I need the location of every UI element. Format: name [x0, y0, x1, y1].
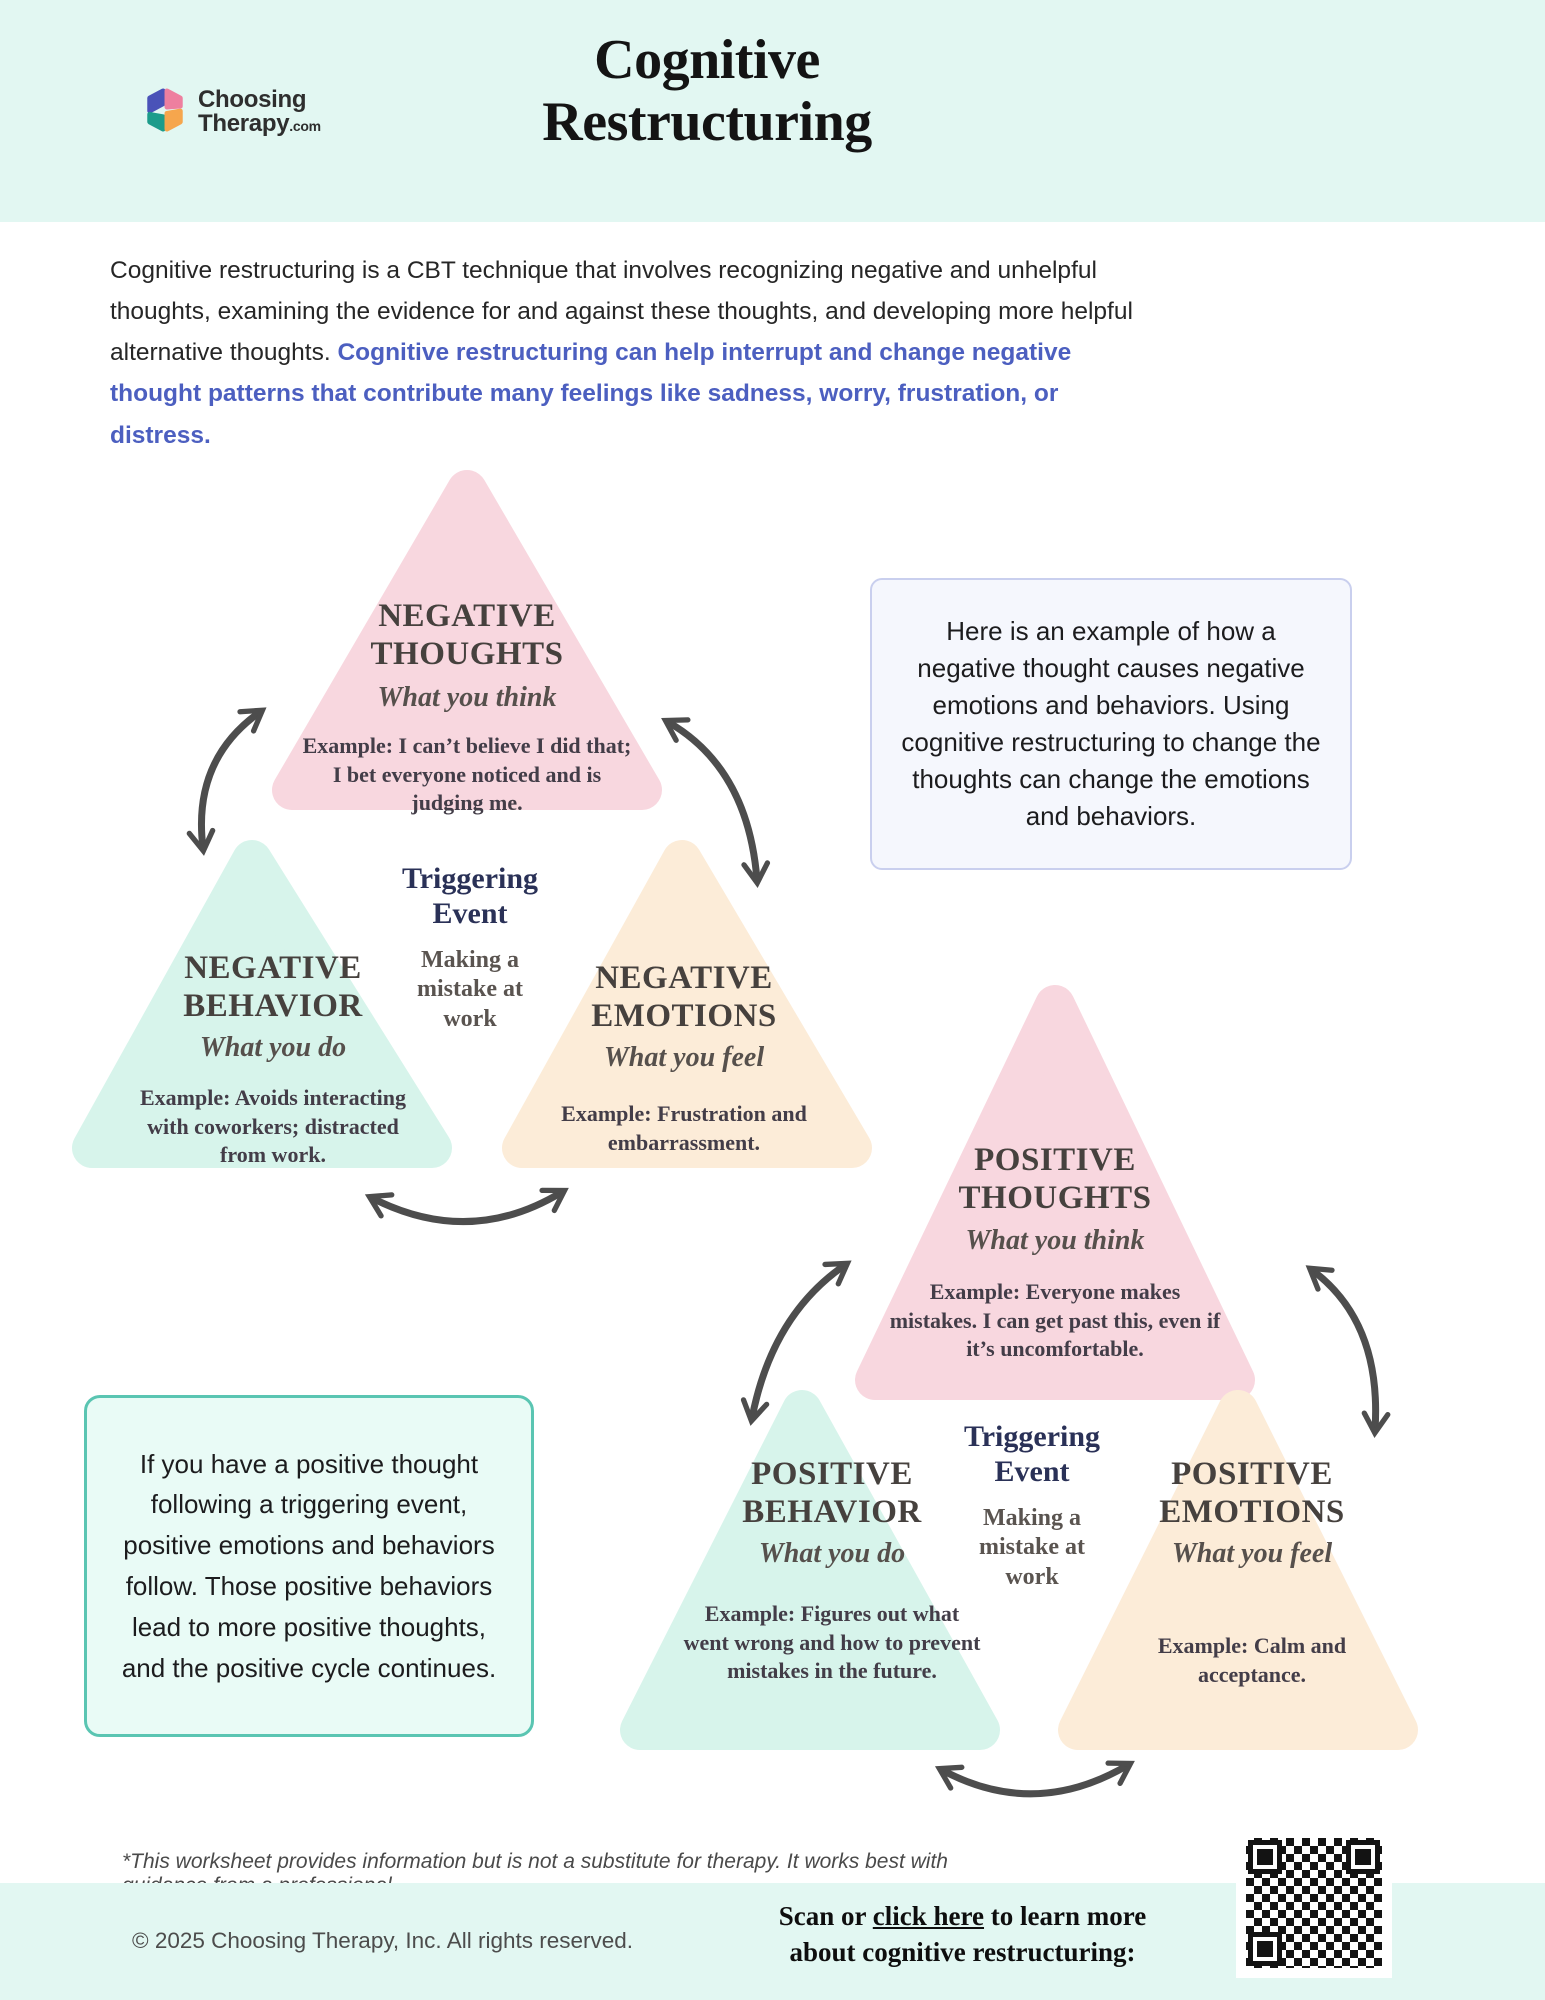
positive-emotions-subtitle: What you feel — [1171, 1538, 1333, 1569]
triggering-event-title: Triggering Event — [401, 862, 539, 930]
scan-suffix: to learn more — [984, 1901, 1147, 1931]
logo-text: Choosing Therapy.com — [198, 86, 321, 137]
negative-thoughts-triangle — [272, 470, 662, 810]
logo-line1: Choosing — [198, 86, 307, 114]
triggering-event-subtitle: Making a mistake at work — [417, 947, 523, 1032]
qr-finder-top-right — [1346, 1840, 1380, 1874]
negative-behavior-title: NEGATIVE BEHAVIOR — [183, 950, 363, 1024]
intro-highlight-text: Cognitive restructuring can help interru… — [110, 339, 1072, 449]
positive-info-text: If you have a positive thought following… — [121, 1448, 497, 1683]
negative-cycle-diagram: NEGATIVE THOUGHTS What you think Example… — [60, 460, 910, 1270]
negative-thoughts-title: NEGATIVE THOUGHTS — [370, 598, 564, 672]
positive-thoughts-title: POSITIVE THOUGHTS — [958, 1142, 1152, 1216]
negative-emotions-example: Example: Frustration and embarrassment. — [561, 1101, 807, 1155]
logo-suffix: .com — [289, 118, 321, 134]
negative-emotions-triangle — [502, 840, 872, 1168]
logo-line2: Therapy — [198, 110, 290, 137]
negative-thoughts-example: Example: I can’t believe I did that; I b… — [302, 733, 632, 816]
qr-code-backing — [1236, 1828, 1392, 1978]
emotions-to-thoughts-arrow — [661, 717, 771, 888]
positive-behavior-example: Example: Figures out what went wrong and… — [683, 1601, 981, 1684]
positive-behavior-triangle — [620, 1390, 1000, 1750]
positive-emotions-triangle — [1058, 1390, 1418, 1750]
qr-finder-bottom-left — [1248, 1932, 1282, 1966]
example-info-box: Here is an example of how a negative tho… — [870, 578, 1352, 870]
positive-info-box: If you have a positive thought following… — [84, 1395, 534, 1737]
qr-finder-top-left — [1248, 1840, 1282, 1874]
page-title: Cognitive Restructuring — [542, 29, 872, 153]
scan-prefix: Scan or — [778, 1901, 873, 1931]
positive-behavior-subtitle: What you do — [758, 1538, 906, 1569]
scan-instruction: Scan or click here to learn more about c… — [690, 1898, 1235, 1971]
triggering-event-title: Triggering Event — [963, 1420, 1101, 1488]
copyright-text: © 2025 Choosing Therapy, Inc. All rights… — [132, 1928, 634, 1953]
positive-behavior-title: POSITIVE BEHAVIOR — [742, 1456, 922, 1530]
positive-thoughts-example: Example: Everyone makes mistakes. I can … — [889, 1279, 1221, 1362]
scan-line2: about cognitive restructuring: — [789, 1937, 1136, 1968]
logo-icon — [142, 85, 188, 140]
positive-emotions-title: POSITIVE EMOTIONS — [1159, 1456, 1345, 1530]
negative-behavior-triangle — [72, 840, 452, 1168]
thoughts-to-behavior-arrow — [740, 1260, 852, 1426]
positive-cycle-diagram: POSITIVE THOUGHTS What you think Example… — [600, 970, 1450, 1830]
triggering-event-subtitle: Making a mistake at work — [979, 1505, 1085, 1590]
negative-behavior-subtitle: What you do — [199, 1032, 347, 1063]
logo: Choosing Therapy.com — [142, 82, 402, 142]
thoughts-to-behavior-arrow — [186, 707, 267, 856]
emotions-to-thoughts-arrow — [1305, 1265, 1391, 1438]
negative-emotions-subtitle: What you feel — [603, 1042, 765, 1073]
intro-normal-text: Cognitive restructuring is a CBT techniq… — [110, 257, 1133, 367]
header-band — [0, 0, 1545, 222]
intro-paragraph: Cognitive restructuring is a CBT techniq… — [110, 250, 1155, 456]
positive-thoughts-triangle — [855, 985, 1255, 1400]
qr-code — [1246, 1838, 1382, 1968]
negative-emotions-title: NEGATIVE EMOTIONS — [591, 960, 777, 1034]
negative-thoughts-subtitle: What you think — [377, 682, 557, 713]
behavior-to-emotions-arrow — [934, 1760, 1135, 1798]
behavior-to-emotions-arrow — [364, 1187, 569, 1226]
negative-behavior-example: Example: Avoids interacting with coworke… — [139, 1085, 407, 1168]
click-here-link[interactable]: click here — [872, 1901, 985, 1931]
positive-thoughts-subtitle: What you think — [965, 1225, 1145, 1256]
positive-emotions-example: Example: Calm and acceptance. — [1157, 1633, 1347, 1687]
triggering-event-circle — [360, 825, 580, 1045]
triggering-event-circle — [922, 1400, 1142, 1620]
example-info-text: Here is an example of how a negative tho… — [901, 616, 1321, 831]
